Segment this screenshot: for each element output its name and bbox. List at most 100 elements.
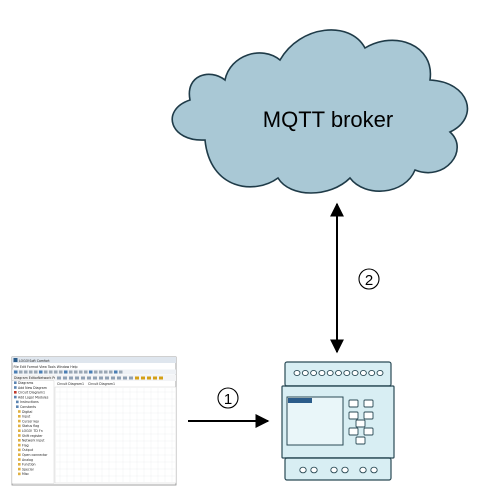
- tree-item[interactable]: Network input: [22, 439, 45, 443]
- toolbar-icon[interactable]: [109, 370, 113, 374]
- toolbar-icon[interactable]: [14, 370, 18, 374]
- toolbar-icon[interactable]: [119, 370, 123, 374]
- plc-terminal: [310, 369, 318, 377]
- editor-icon[interactable]: [69, 376, 73, 380]
- editor-icon[interactable]: [123, 376, 127, 380]
- plc-terminal: [326, 369, 334, 377]
- plc-terminal: [376, 369, 384, 377]
- tree-item[interactable]: Instructions: [20, 400, 39, 404]
- software-canvas-grid: [56, 388, 175, 482]
- editor-icon[interactable]: [63, 376, 67, 380]
- software-app-icon: [13, 358, 18, 362]
- step-2-circle: [358, 268, 380, 290]
- tree-item-icon: [18, 434, 21, 437]
- toolbar-icon[interactable]: [34, 370, 38, 374]
- tree-item-icon: [14, 386, 17, 389]
- toolbar-icon[interactable]: [29, 370, 33, 374]
- software-tab-diagram: Diagram Editor: [14, 376, 39, 380]
- toolbar-icon[interactable]: [94, 370, 98, 374]
- toolbar-icon[interactable]: [54, 370, 58, 374]
- editor-icon[interactable]: [141, 376, 145, 380]
- tree-item[interactable]: Analog: [22, 458, 33, 462]
- software-canvas: [54, 386, 177, 484]
- toolbar-icon[interactable]: [24, 370, 28, 374]
- toolbar-icon[interactable]: [99, 370, 103, 374]
- software-toolbar-icons: [14, 370, 123, 374]
- plc-terminal: [370, 466, 378, 474]
- toolbar-icon[interactable]: [59, 370, 63, 374]
- editor-icon[interactable]: [87, 376, 91, 380]
- plc-terminal: [318, 369, 326, 377]
- tree-item-icon: [14, 381, 17, 384]
- software-title-bar: [12, 357, 176, 363]
- step-2-number: 2: [365, 272, 373, 289]
- toolbar-icon[interactable]: [44, 370, 48, 374]
- tree-item[interactable]: Add Logo! Modules: [18, 395, 49, 399]
- software-doc-tab-1: Circuit Diagram1: [57, 382, 84, 386]
- software-editor-toolbar: [55, 375, 176, 381]
- editor-icon[interactable]: [135, 376, 139, 380]
- tree-item[interactable]: Open connector: [22, 453, 48, 457]
- plc-key: [348, 399, 359, 408]
- step-2-marker: 2: [358, 268, 380, 290]
- toolbar-icon[interactable]: [114, 370, 118, 374]
- tree-item[interactable]: Status flag: [22, 424, 39, 428]
- tree-item[interactable]: Special: [22, 467, 34, 471]
- plc-key: [363, 399, 374, 408]
- toolbar-icon[interactable]: [74, 370, 78, 374]
- editor-icon[interactable]: [57, 376, 61, 380]
- editor-icon[interactable]: [147, 376, 151, 380]
- tree-item[interactable]: Shift register: [22, 434, 43, 438]
- plc-key: [363, 427, 374, 436]
- editor-icon[interactable]: [111, 376, 115, 380]
- toolbar-icon[interactable]: [64, 370, 68, 374]
- plc-top-terminals: [293, 369, 384, 377]
- tree-item[interactable]: Diagrams: [18, 381, 34, 385]
- plc-terminal: [310, 466, 318, 474]
- editor-icon[interactable]: [93, 376, 97, 380]
- step-1-number: 1: [224, 391, 232, 408]
- tree-item[interactable]: Input: [22, 415, 31, 419]
- tree-item[interactable]: Cursor key: [22, 419, 39, 423]
- software-tab-bar: [12, 375, 62, 380]
- step-1-circle: [217, 387, 239, 409]
- toolbar-icon[interactable]: [84, 370, 88, 374]
- tree-item[interactable]: LOGO! TD Fn: [22, 429, 43, 433]
- toolbar-icon[interactable]: [69, 370, 73, 374]
- tree-item[interactable]: Flag: [22, 443, 29, 447]
- editor-icon[interactable]: [129, 376, 133, 380]
- software-title: LOGO!Soft Comfort: [19, 359, 50, 363]
- editor-icon[interactable]: [153, 376, 157, 380]
- plc-terminal: [293, 369, 301, 377]
- tree-item[interactable]: Function: [22, 463, 36, 467]
- toolbar-icon[interactable]: [19, 370, 23, 374]
- editor-icon[interactable]: [81, 376, 85, 380]
- plc-key: [355, 419, 366, 428]
- plc-display: [286, 396, 344, 446]
- editor-icon[interactable]: [159, 376, 163, 380]
- tree-item-icon: [18, 443, 21, 447]
- tree-item[interactable]: Digital: [22, 410, 32, 414]
- plc-terminal: [343, 369, 351, 377]
- tree-item[interactable]: Output: [22, 448, 34, 452]
- plc-terminal: [301, 369, 309, 377]
- toolbar-icon[interactable]: [104, 370, 108, 374]
- toolbar-icon[interactable]: [79, 370, 83, 374]
- editor-icon[interactable]: [75, 376, 79, 380]
- tree-item[interactable]: Misc: [22, 472, 29, 476]
- cloud-icon: [171, 29, 469, 194]
- toolbar-icon[interactable]: [49, 370, 53, 374]
- software-editor-icons: [57, 376, 163, 380]
- tree-item-icon: [18, 458, 21, 461]
- plc-terminal: [359, 369, 367, 377]
- tree-item[interactable]: Add New Diagram: [18, 386, 47, 390]
- toolbar-icon[interactable]: [89, 370, 93, 374]
- editor-icon[interactable]: [99, 376, 103, 380]
- editor-icon[interactable]: [117, 376, 121, 380]
- tree-item-icon: [18, 410, 21, 413]
- toolbar-icon[interactable]: [39, 370, 43, 374]
- tree-item[interactable]: Constants: [20, 405, 36, 409]
- editor-icon[interactable]: [105, 376, 109, 380]
- tree-item[interactable]: Circuit Diagram1: [18, 391, 45, 395]
